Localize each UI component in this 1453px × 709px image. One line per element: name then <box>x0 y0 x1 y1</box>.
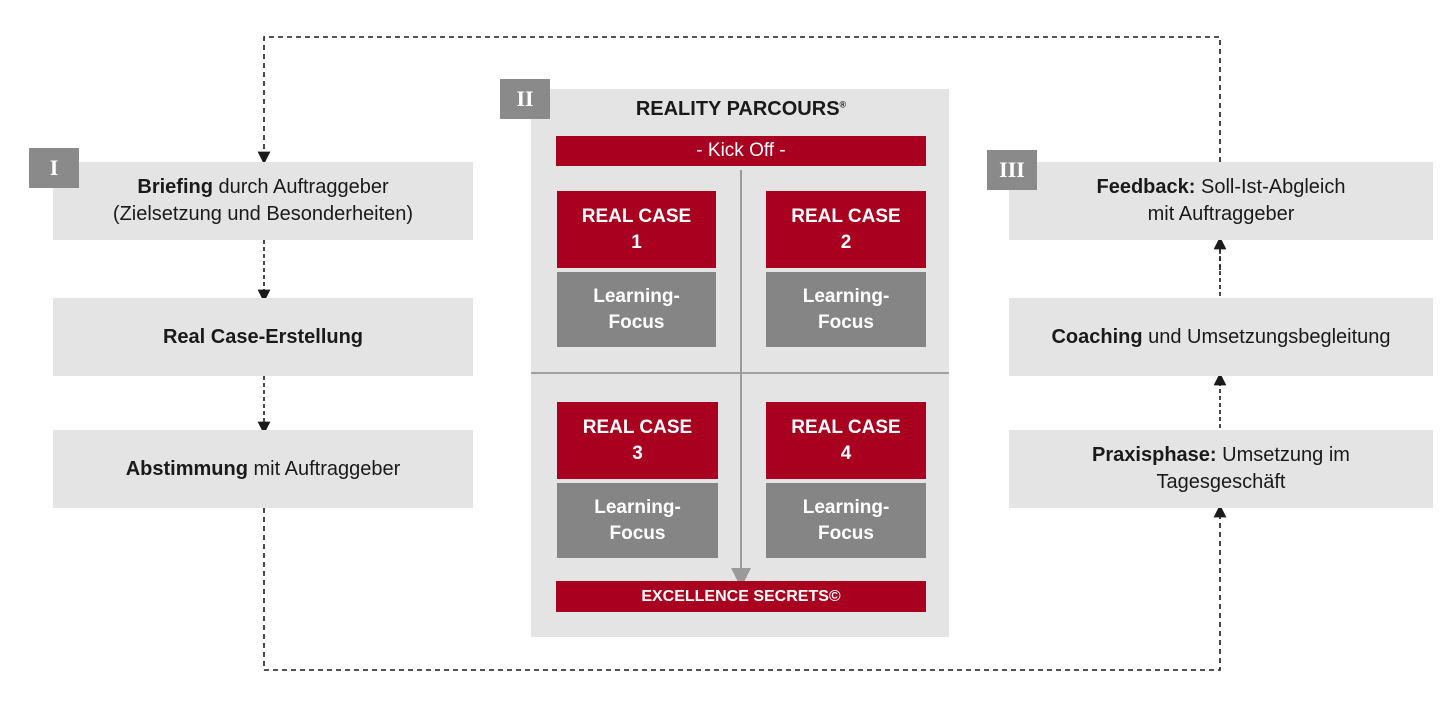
feedback-rest: Soll-Ist-Abgleich <box>1195 176 1346 198</box>
coaching-rest: und Umsetzungsbegleitung <box>1142 325 1391 348</box>
case-4-label: REAL CASE <box>791 416 901 438</box>
briefing-line2: (Zielsetzung und Besonderheiten) <box>112 203 414 225</box>
case-3-label: REAL CASE <box>582 416 693 438</box>
real-case-2: REAL CASE 2 <box>766 191 926 268</box>
case-3-number: 3 <box>632 442 643 464</box>
phase-1-badge: I <box>29 148 79 188</box>
real-case-4: REAL CASE 4 <box>766 402 926 479</box>
feedback-box: Feedback: Soll-Ist-Abgleich mit Auftragg… <box>1009 162 1433 240</box>
case-1-number: 1 <box>631 231 642 253</box>
title-registered-mark: ® <box>839 99 847 110</box>
learning-focus-3: Learning-Focus <box>557 483 718 558</box>
real-case-erstellung-box: Real Case-Erstellung <box>53 298 473 376</box>
case-1-label: REAL CASE <box>581 205 692 227</box>
feedback-bold: Feedback: <box>1096 176 1196 198</box>
kick-off-bar: - Kick Off - <box>556 136 926 166</box>
feedback-line2: mit Auftraggeber <box>1147 203 1295 225</box>
briefing-bold: Briefing <box>137 176 213 198</box>
excellence-secrets-bar: EXCELLENCE SECRETS© <box>556 581 926 612</box>
real-case-1: REAL CASE 1 <box>557 191 716 268</box>
coaching-bold: Coaching <box>1051 325 1143 348</box>
praxisphase-rest: Umsetzung im <box>1216 444 1350 466</box>
case-2-label: REAL CASE <box>791 205 901 227</box>
title-text: REALITY PARCOURS <box>635 98 840 120</box>
briefing-rest: durch Auftraggeber <box>212 176 389 198</box>
learning-focus-2: Learning-Focus <box>766 272 926 347</box>
case-2-number: 2 <box>840 231 852 253</box>
abstimmung-box: Abstimmung mit Auftraggeber <box>53 430 473 508</box>
praxisphase-bold: Praxisphase: <box>1092 444 1217 466</box>
learning-focus-4: Learning-Focus <box>766 483 926 558</box>
real-case-3: REAL CASE 3 <box>557 402 718 479</box>
abstimmung-rest: mit Auftraggeber <box>247 457 401 480</box>
phase-2-badge: II <box>500 79 550 119</box>
phase-3-badge: III <box>987 150 1037 190</box>
abstimmung-bold: Abstimmung <box>125 457 248 480</box>
briefing-box: Briefing durch Auftraggeber (Zielsetzung… <box>53 162 473 240</box>
praxisphase-box: Praxisphase: Umsetzung im Tagesgeschäft <box>1009 430 1433 508</box>
case-4-number: 4 <box>840 442 852 464</box>
praxisphase-line2: Tagesgeschäft <box>1156 471 1286 493</box>
reality-parcours-title: REALITY PARCOURS® <box>556 98 926 121</box>
coaching-box: Coaching und Umsetzungsbegleitung <box>1009 298 1433 376</box>
learning-focus-1: Learning-Focus <box>557 272 716 347</box>
erstellung-bold: Real Case-Erstellung <box>162 325 364 348</box>
